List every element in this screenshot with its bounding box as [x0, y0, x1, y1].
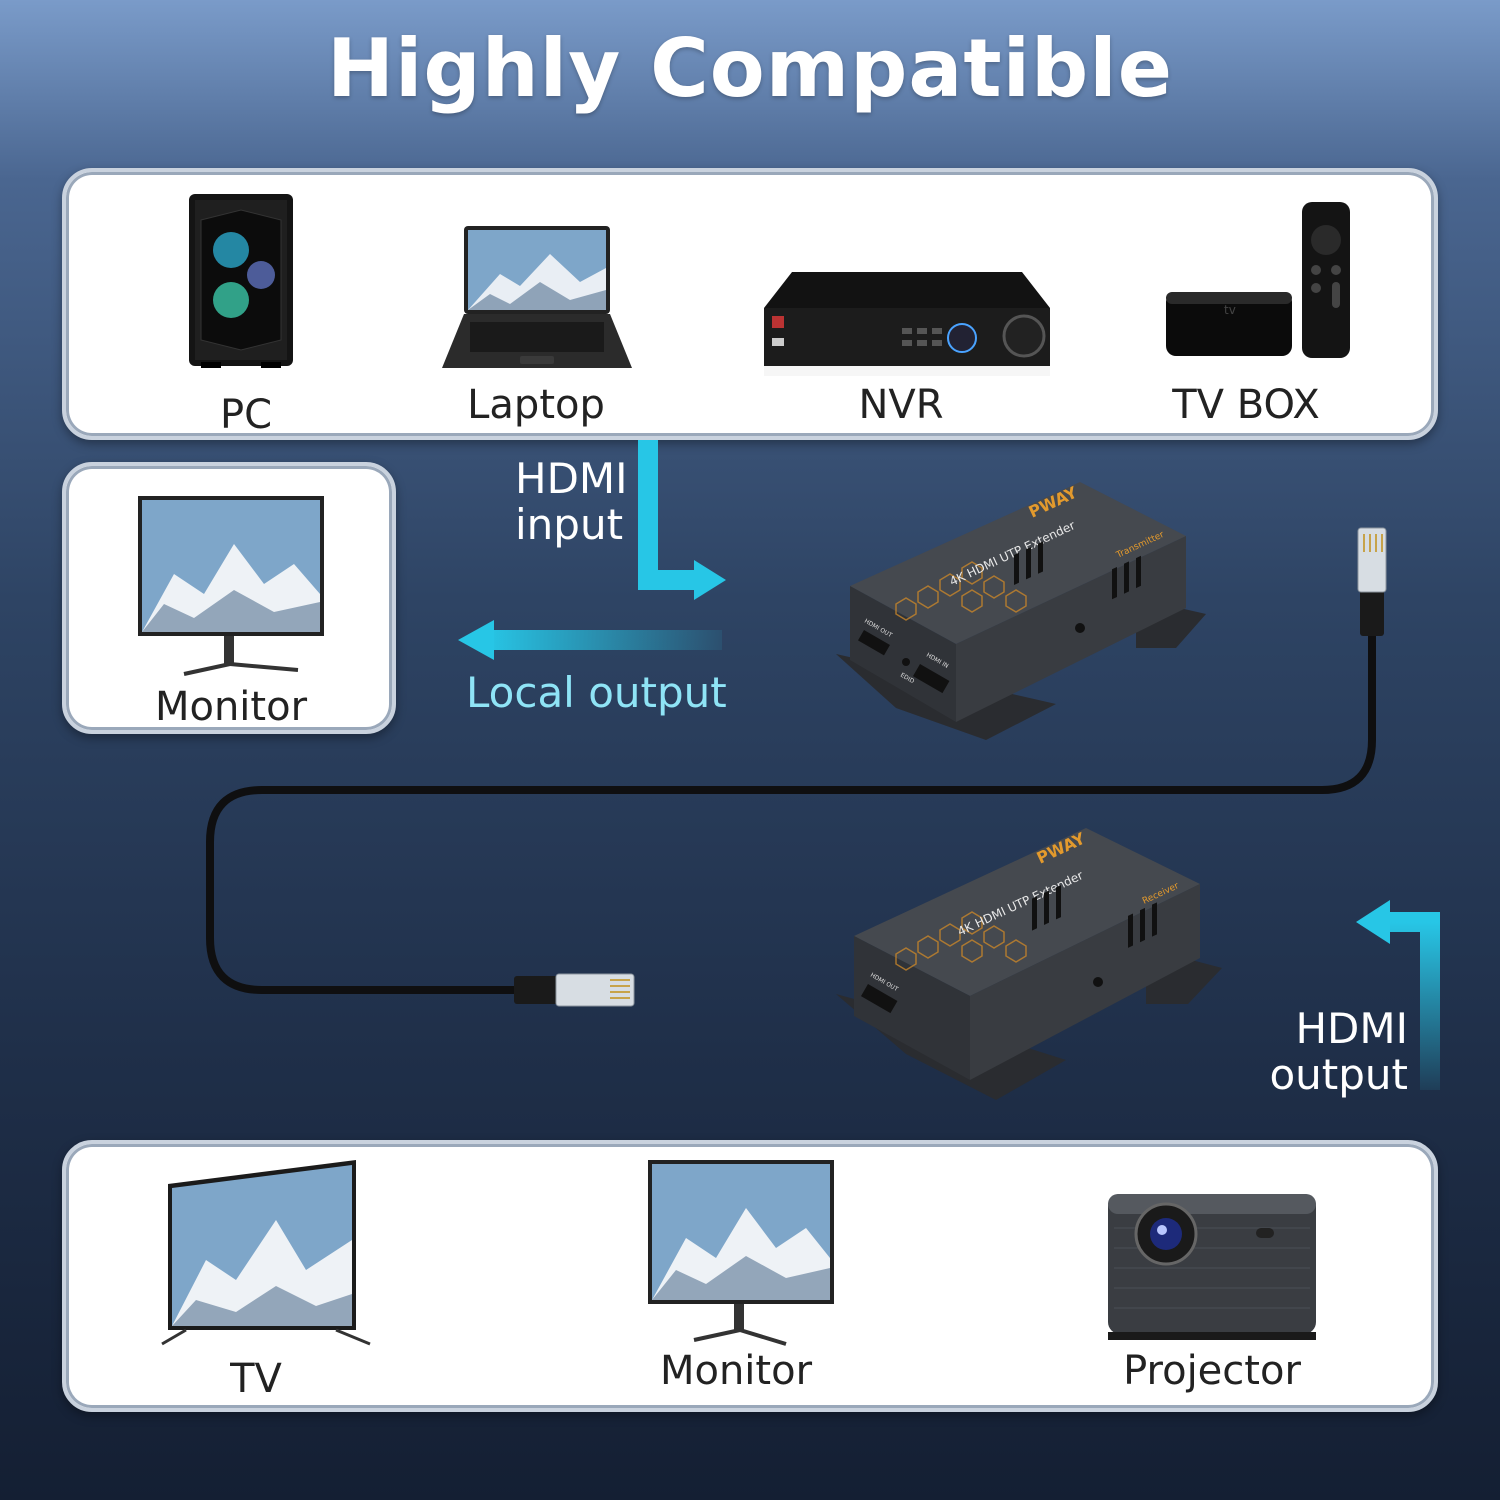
source-label-tv-box: TV BOX [1172, 382, 1320, 428]
hdmi-output-text: HDMI output [1262, 1006, 1408, 1098]
display-label-monitor: Monitor [659, 1348, 813, 1394]
source-label-pc: PC [219, 392, 273, 438]
source-devices-panel: PC Laptop NVR [62, 168, 1438, 440]
hdmi-input-line-2: input [515, 500, 624, 549]
source-label-laptop: Laptop [467, 382, 605, 428]
hdmi-input-text: HDMI input [515, 456, 628, 548]
display-label-projector: Projector [1123, 1348, 1301, 1394]
hdmi-output-line-2: output [1269, 1050, 1408, 1099]
svg-text:tv: tv [1224, 303, 1236, 317]
source-label-nvr: NVR [858, 382, 944, 428]
display-label-tv: TV [230, 1356, 282, 1402]
local-display-panel: Monitor [62, 462, 396, 734]
display-devices-panel: TV Monitor Projec [62, 1140, 1438, 1412]
local-output-text: Local output [466, 668, 727, 717]
page-title: Highly Compatible [327, 22, 1173, 115]
hdmi-output-line-1: HDMI [1295, 1004, 1408, 1053]
local-display-label: Monitor [154, 684, 308, 730]
hdmi-input-line-1: HDMI [515, 454, 628, 503]
